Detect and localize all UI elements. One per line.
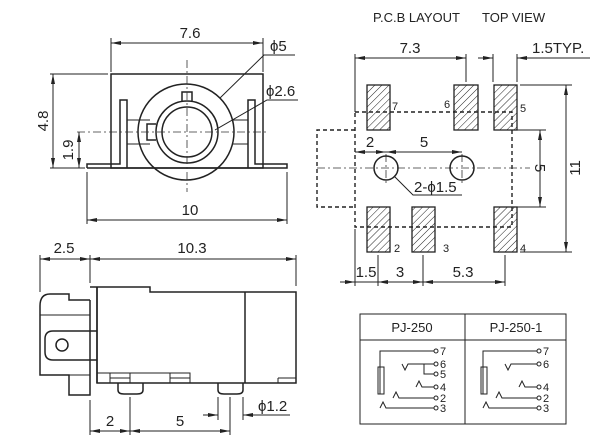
pin-2: 2	[543, 393, 549, 405]
schematic-pj-250: 7 6 5 4 2 3	[377, 346, 446, 415]
front-view: 7.6 ϕ5 ϕ2.6 4.8 1.9 10	[35, 25, 298, 224]
dim-bottom-2: 3	[396, 264, 404, 281]
dim-pad-span: 7.3	[400, 40, 421, 57]
pin-3: 3	[440, 403, 446, 415]
pin-2: 2	[440, 393, 446, 405]
column-header-pj-250: PJ-250	[391, 320, 432, 335]
dim-peg-spacing: 5	[176, 413, 184, 430]
pcb-subtitle: TOP VIEW	[482, 10, 546, 25]
dim-hole-offset: 2	[366, 134, 374, 151]
column-header-pj-250-1: PJ-250-1	[490, 320, 543, 335]
pin-4: 4	[440, 382, 446, 394]
pin-6: 6	[440, 359, 446, 371]
pin-4: 4	[543, 382, 549, 394]
pin-7: 7	[543, 346, 549, 358]
pin-6: 6	[543, 359, 549, 371]
dim-hole-spacing: 5	[420, 134, 428, 151]
dim-outer-diameter: ϕ5	[270, 38, 287, 55]
dim-peg-diameter: ϕ1.2	[258, 398, 287, 415]
pin-3: 3	[543, 403, 549, 415]
pin-label-4: 4	[520, 243, 526, 255]
pad-3	[411, 206, 436, 253]
pad-2	[366, 206, 391, 253]
pad-6	[453, 84, 479, 131]
schematic-pj-250-1: 7 6 4 2 3	[480, 346, 549, 415]
pad-4	[493, 206, 518, 253]
dim-bottom-1: 1.5	[356, 264, 377, 281]
dim-inner-height: 5	[531, 164, 548, 172]
dim-height: 4.8	[35, 111, 52, 132]
pin-label-7: 7	[392, 101, 398, 113]
dim-total-height: 11	[567, 160, 584, 176]
pin-label-5: 5	[520, 103, 526, 115]
pads	[366, 84, 518, 253]
dim-pad-width: 1.5TYP.	[532, 40, 584, 57]
dim-width-top: 7.6	[180, 25, 201, 42]
pad-5	[493, 84, 518, 131]
pcb-layout: P.C.B LAYOUT TOP VIEW 7 6 5 2 3 4 7.3	[316, 10, 590, 286]
pin-label-3: 3	[443, 243, 449, 255]
dim-bottom-3: 5.3	[453, 264, 474, 281]
dim-width-base: 10	[182, 202, 199, 219]
pin-label-6: 6	[444, 99, 450, 111]
pin-7: 7	[440, 346, 446, 358]
pin-5: 5	[440, 369, 446, 381]
dim-inner-diameter: ϕ2.6	[266, 83, 295, 100]
schematic-table: PJ-250 PJ-250-1 7 6 5 4 2 3 7 6 4 2 3	[359, 313, 567, 425]
dim-length: 10.3	[177, 240, 206, 257]
dim-center-height: 1.9	[60, 140, 77, 161]
pad-7	[366, 84, 391, 131]
dim-peg-offset: 2	[106, 413, 114, 430]
side-view: 2.5 10.3 2 5 ϕ1.2	[39, 240, 297, 435]
pin-label-2: 2	[394, 243, 400, 255]
pcb-title: P.C.B LAYOUT	[373, 10, 460, 25]
dim-front: 2.5	[54, 240, 75, 257]
dim-holes: 2-ϕ1.5	[414, 179, 457, 196]
